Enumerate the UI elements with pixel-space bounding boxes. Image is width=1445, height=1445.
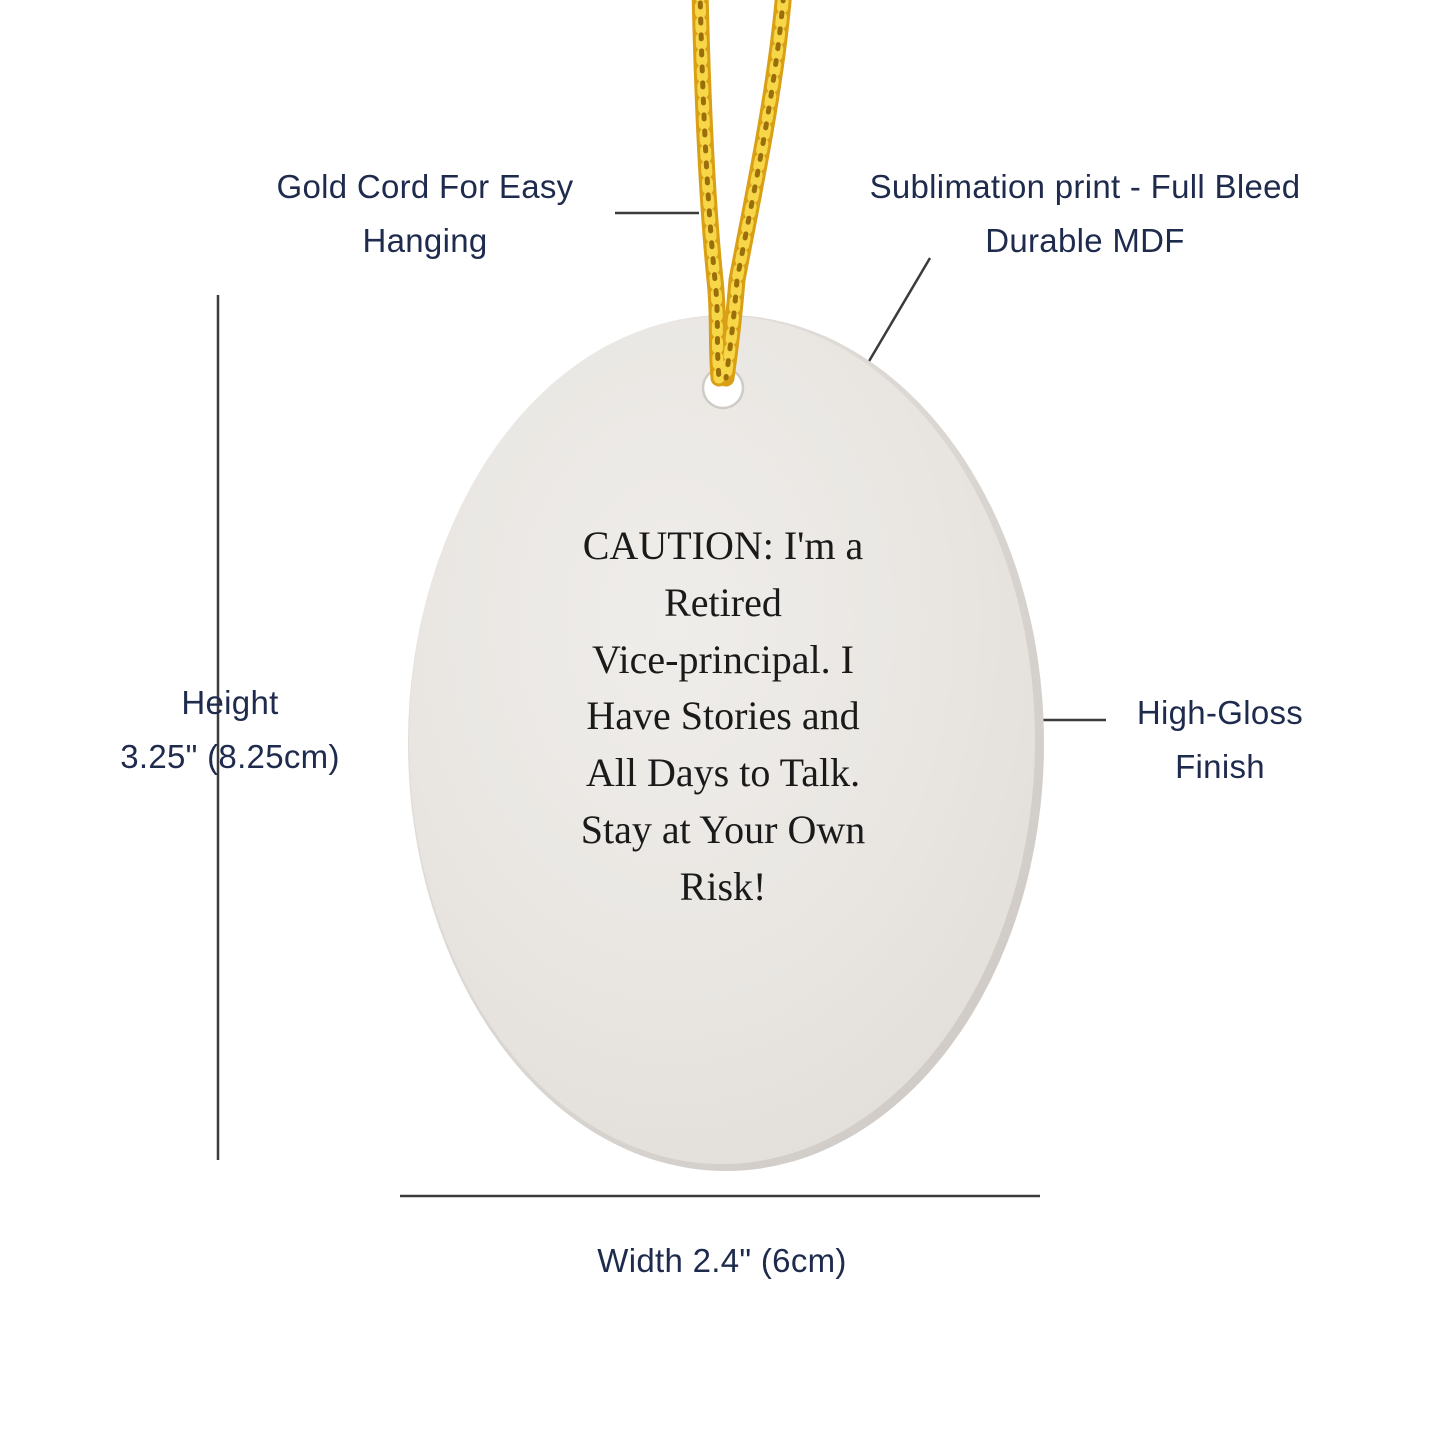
cord-twist-left	[697, 0, 722, 381]
ornament-quote: CAUTION: I'm a Retired Vice-principal. I…	[580, 523, 866, 909]
cord-twist-right	[723, 0, 786, 381]
ornament-face	[409, 316, 1035, 1164]
gold-cord	[691, 0, 792, 387]
high-gloss-finish-label: High-Gloss Finish	[1136, 694, 1304, 786]
sublimation-print-label: Sublimation print - Full Bleed Durable M…	[869, 168, 1301, 260]
height-dimension-label: Height 3.25" (8.25cm)	[120, 684, 340, 776]
gold-cord-label: Gold Cord For Easy Hanging	[276, 168, 574, 260]
width-dimension-label: Width 2.4" (6cm)	[597, 1242, 847, 1279]
ornament-oval	[408, 315, 1044, 1171]
